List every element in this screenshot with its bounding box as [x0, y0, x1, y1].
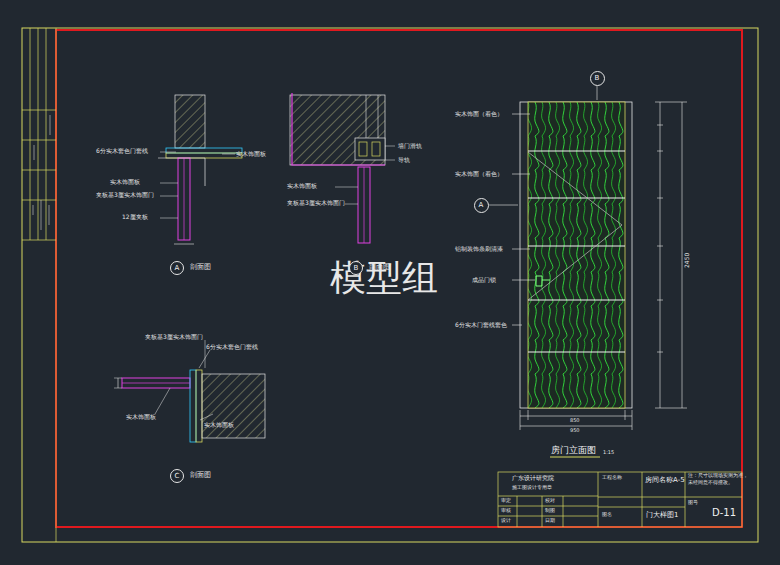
- material-label: 实木饰面板: [236, 151, 266, 158]
- material-label: 实木饰面板: [204, 422, 234, 429]
- section-callout: A: [170, 261, 184, 275]
- material-label: 6分实木套色门套线: [96, 148, 148, 155]
- callout-letter: B: [595, 75, 600, 82]
- material-label: 实木饰面（着色）: [455, 111, 503, 118]
- note-text: 未经同意不得擅改。: [688, 481, 733, 486]
- material-label: 6分实木套色门套线: [206, 344, 258, 351]
- dimension-text: 2450: [684, 253, 691, 268]
- view-title: 剖面图: [190, 264, 211, 272]
- title-block-text: 校对: [545, 498, 555, 504]
- section-callout: B: [590, 71, 605, 86]
- material-label: 实木饰面（着色）: [455, 171, 503, 178]
- dimension-text: 850: [570, 418, 580, 424]
- dimension-text: 950: [570, 428, 580, 434]
- note-text: 注：尺寸以现场实测为准，: [688, 474, 748, 479]
- title-block-text: 图名: [602, 512, 612, 518]
- material-label: 铝制装饰条刷清漆: [455, 246, 503, 253]
- section-callout: B: [349, 261, 363, 275]
- callout-letter: B: [354, 265, 359, 272]
- view-title: 剖面图: [190, 472, 211, 480]
- scale-text: 1:15: [603, 450, 614, 456]
- title-block-text: 日期: [545, 518, 555, 524]
- callout-letter: C: [175, 473, 180, 480]
- drawing-number: D-11: [712, 507, 736, 518]
- material-label: 夹板基3厘实木饰面门: [287, 200, 345, 207]
- view-title: 房门立面图: [551, 446, 596, 456]
- material-label: 夹板基3厘实木饰面门: [96, 192, 154, 199]
- material-label: 成品门锁: [472, 277, 496, 284]
- material-label: 实木饰面板: [287, 183, 317, 190]
- watermark: 模型组: [330, 258, 438, 298]
- title-block-text: 房间名称A-5: [645, 477, 685, 485]
- material-label: 实木饰面板: [126, 414, 156, 421]
- material-label: 导轨: [398, 157, 410, 164]
- title-block-text: 审核: [501, 508, 511, 514]
- material-label: 12厘夹板: [122, 214, 148, 221]
- material-label: 夹板基3厘实木饰面门: [145, 334, 203, 341]
- title-block-text: 工程名称: [602, 475, 622, 481]
- title-block-text: 设计: [501, 518, 511, 524]
- callout-letter: A: [479, 202, 484, 209]
- title-block-text: 施工图设计专用章: [512, 485, 552, 491]
- title-block-text: 图号: [688, 500, 698, 506]
- section-callout: C: [170, 469, 184, 483]
- material-label: 墙门滑轨: [398, 143, 422, 150]
- title-block-text: 广东设计研究院: [512, 475, 554, 482]
- title-block-text: 审定: [501, 498, 511, 504]
- section-callout: A: [474, 198, 489, 213]
- material-label: 6分实木门套线套色: [455, 322, 507, 329]
- title-block-text: 门大样图1: [646, 512, 678, 520]
- callout-letter: A: [175, 265, 180, 272]
- material-label: 实木饰面板: [110, 179, 140, 186]
- title-block-text: 制图: [545, 508, 555, 514]
